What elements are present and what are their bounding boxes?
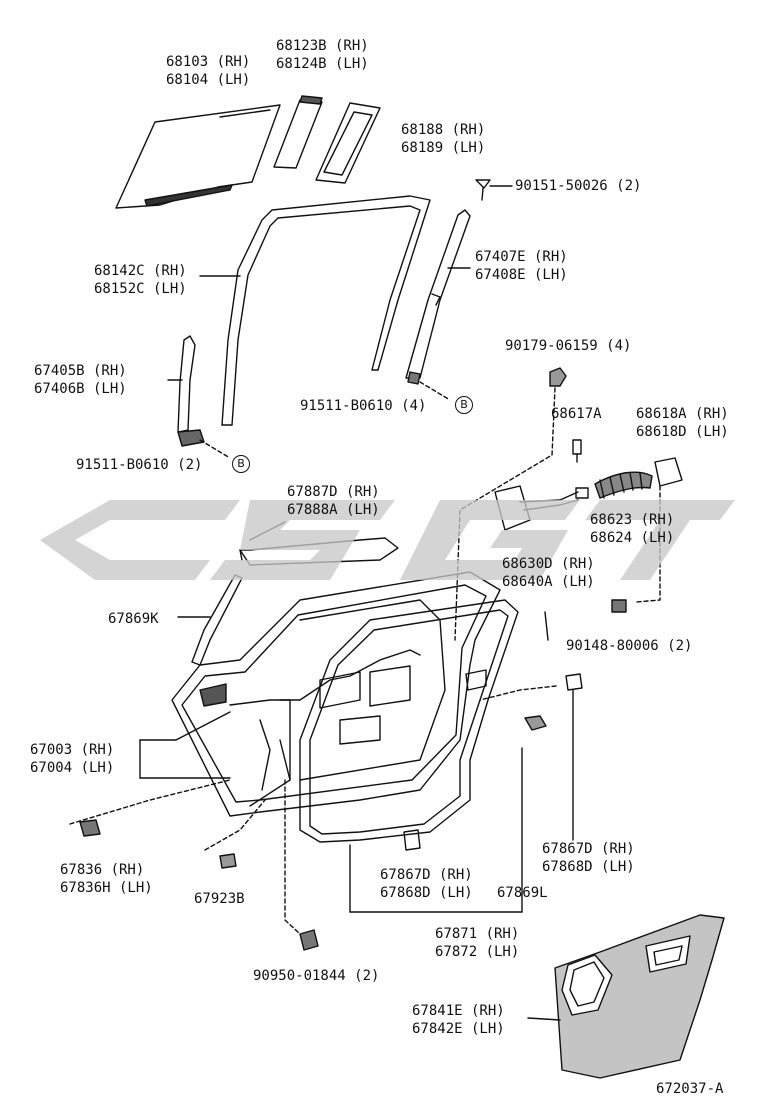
part-number: 68104 (LH) [166,72,251,88]
part-number: 90151-50026 (2) [515,178,642,194]
glass-run-part [199,195,431,426]
service-cover-part [527,914,725,1079]
front-seal-part [177,574,243,666]
label-service-cover: 67841E (RH) 67842E (LH) [412,1002,505,1038]
part-number: 67003 (RH) [30,742,115,758]
label-clip-right: 67867D (RH) 67868D (LH) [542,840,635,876]
label-screw-top: 90151-50026 (2) [515,177,641,195]
diagram-id: 672037-A [656,1081,724,1097]
label-belt-moulding: 67887D (RH) 67888A (LH) [287,483,380,519]
part-number: 67871 (RH) [435,926,520,942]
part-number: 67888A (LH) [287,502,380,518]
label-check-cover: 68623 (RH) 68624 (LH) [590,511,674,547]
label-quarter-weatherstrip: 68188 (RH) 68189 (LH) [401,121,485,157]
part-number: 91511-B0610 (2) [76,457,203,473]
callout-b-right: B [455,396,473,414]
part-number: 67004 (LH) [30,760,115,776]
door-panel-part [139,571,501,817]
rear-division-bar-part [405,209,471,401]
label-plug-bottom: 90950-01844 (2) [253,967,379,985]
label-pin: 68617A [551,405,602,423]
label-nut-top: 90179-06159 (4) [505,337,631,355]
part-number: 67406B (LH) [34,381,127,397]
part-number: 67836H (LH) [60,880,153,896]
label-bolt-check: 90148-80006 (2) [566,637,692,655]
label-bolt-b-right: 91511-B0610 (4) [300,397,426,415]
label-weatherstrip: 67871 (RH) 67872 (LH) [435,925,519,961]
part-number: 90179-06159 (4) [505,338,632,354]
fastener-clips [69,673,583,951]
part-number: 67887D (RH) [287,484,380,500]
part-number: 68624 (LH) [590,530,675,546]
part-number: 68617A [551,406,602,422]
part-number: 90148-80006 (2) [566,638,693,654]
part-number: 68623 (RH) [590,512,675,528]
part-number: 67842E (LH) [412,1021,505,1037]
part-number: 91511-B0610 (4) [300,398,427,414]
label-clip: 67923B [194,890,245,908]
label-front-channel: 67405B (RH) 67406B (LH) [34,362,127,398]
watermark-logo [40,500,735,580]
part-number: 67408E (LH) [475,267,568,283]
quarter-weatherstrip-part [315,102,381,184]
weatherstrip-part [299,599,523,913]
part-number: 68630D (RH) [502,556,595,572]
label-clip-center: 67867D (RH) 67868D (LH) [380,866,473,902]
part-number: 68189 (LH) [401,140,486,156]
part-number: 68640A (LH) [502,574,595,590]
part-number: 67867D (RH) [380,867,473,883]
label-rear-division-bar: 67407E (RH) 67408E (LH) [475,248,568,284]
part-number: 68618A (RH) [636,406,729,422]
part-number: 90950-01844 (2) [253,968,380,984]
label-plug-lower: 67836 (RH) 67836H (LH) [60,861,153,897]
label-door-panel: 67003 (RH) 67004 (LH) [30,741,114,777]
label-front-seal: 67869K [108,610,159,628]
part-number: 67868D (LH) [542,859,635,875]
part-number: 67405B (RH) [34,363,127,379]
part-number: 67872 (LH) [435,944,520,960]
label-glass-run: 68142C (RH) 68152C (LH) [94,262,187,298]
part-number: 67867D (RH) [542,841,635,857]
screw-top-part [475,179,513,201]
door-glass-part [115,104,281,209]
part-number: 68618D (LH) [636,424,729,440]
label-quarter-glass: 68123B (RH) 68124B (LH) [276,37,369,73]
part-number: 67836 (RH) [60,862,145,878]
label-bolt-b-left: 91511-B0610 (2) [76,456,202,474]
part-number: 68103 (RH) [166,54,251,70]
part-number: 68142C (RH) [94,263,187,279]
part-number: 68188 (RH) [401,122,486,138]
part-number: 68123B (RH) [276,38,369,54]
part-number: 67869K [108,611,159,627]
part-number: 67869L [497,885,548,901]
part-number: 67868D (LH) [380,885,473,901]
callout-b-left: B [232,455,250,473]
part-number: 67923B [194,891,245,907]
label-door-check: 68630D (RH) 68640A (LH) [502,555,595,591]
label-rear-seal: 67869L [497,884,548,902]
label-hinge: 68618A (RH) 68618D (LH) [636,405,729,441]
quarter-glass-part [273,95,323,169]
part-number: 67841E (RH) [412,1003,505,1019]
part-number: 68152C (LH) [94,281,187,297]
part-number: 68124B (LH) [276,56,369,72]
front-channel-part [167,335,231,459]
label-door-glass: 68103 (RH) 68104 (LH) [166,53,250,89]
part-number: 67407E (RH) [475,249,568,265]
